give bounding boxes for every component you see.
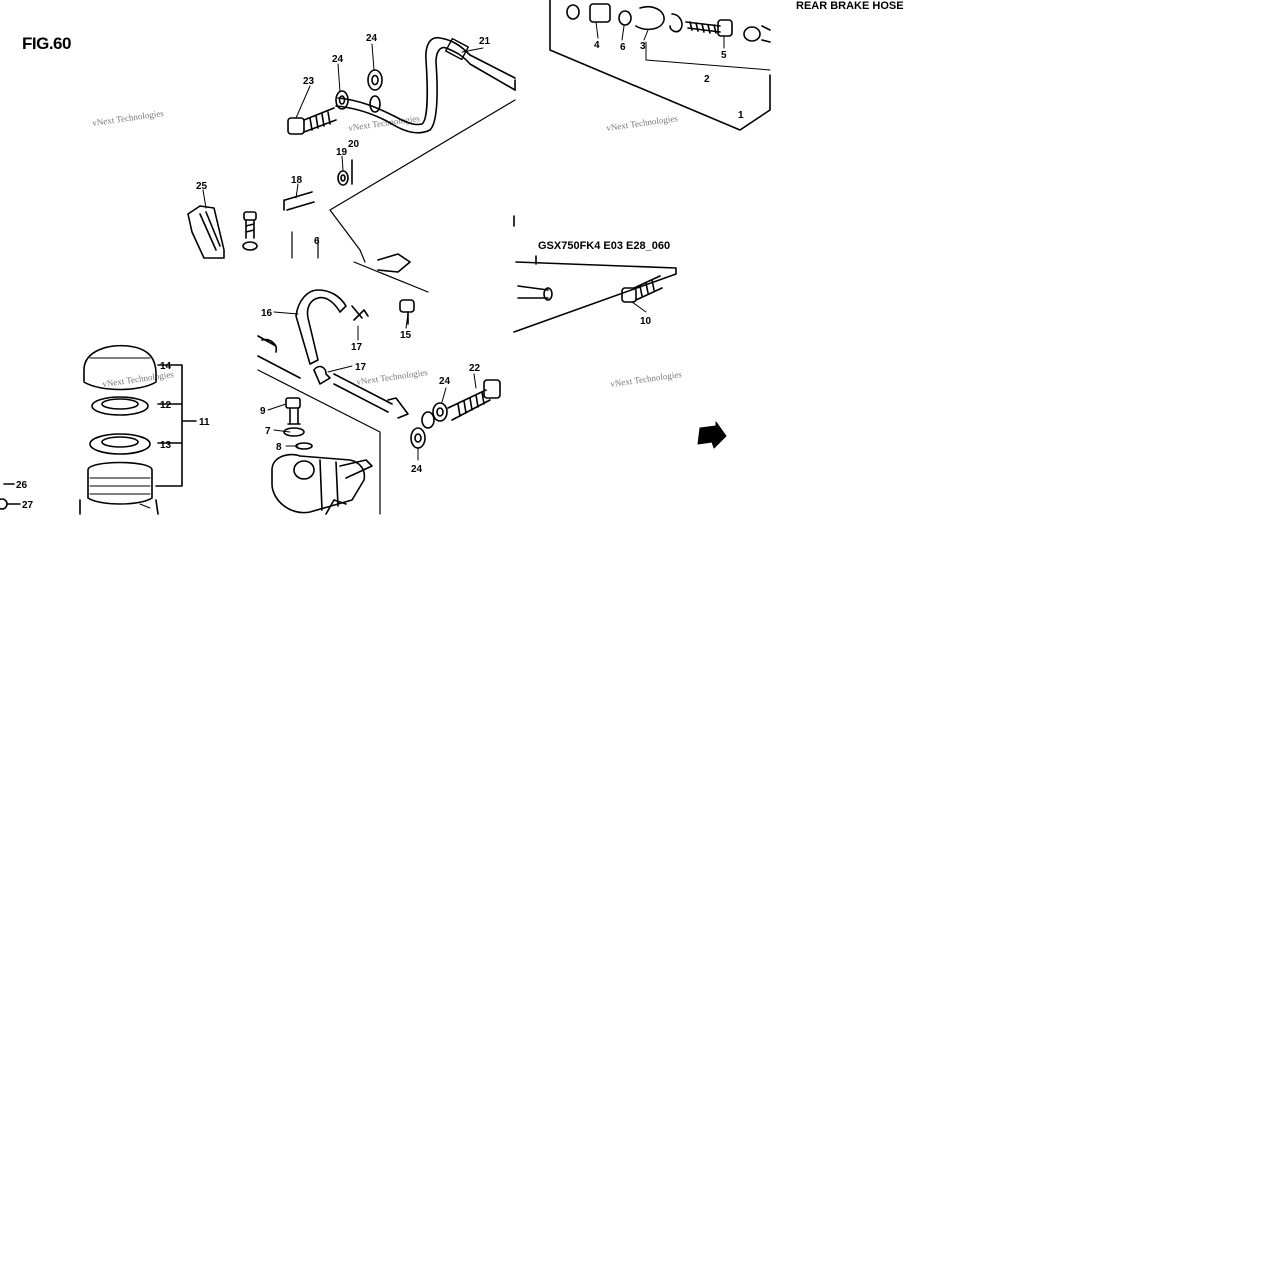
callout-24: 24 [366,33,378,44]
master-cylinder [257,253,429,515]
callout-13: 13 [160,440,172,451]
figure-label: FIG.60 [22,34,71,53]
callout-22: 22 [469,363,481,374]
callout-19: 19 [336,147,348,158]
callout-14: 14 [160,361,172,372]
callout-11: 11 [199,417,210,428]
callout-20: 20 [348,139,360,150]
callout-21: 21 [479,36,491,47]
diagram-code: GSX750FK4 E03 E28_060 [538,240,671,252]
washer [335,69,383,186]
callout-6: 6 [620,42,626,53]
callout-24: 24 [411,464,423,475]
union-bolt-23 [287,107,337,135]
hose-clamp-26-27 [0,483,21,510]
callout-2: 2 [704,74,710,85]
hose-21 [335,36,516,134]
callout-1: 1 [738,110,744,121]
callout-3: 3 [640,41,646,52]
leader-lines [139,21,771,509]
fitting-10 [513,215,677,333]
callout-4: 4 [594,40,600,51]
callout-16: 16 [261,308,273,319]
callout-27: 27 [22,500,34,511]
callout-7: 7 [265,426,271,437]
callout-5: 5 [721,50,727,61]
callout-6: 6 [314,236,320,247]
bracket-25 [187,205,258,259]
part-number-callouts: 1 2 3 4 5 6 6 7 8 9 10 11 12 13 14 15 16… [16,33,744,511]
callout-12: 12 [160,400,172,411]
callout-26: 26 [16,480,28,491]
callout-9: 9 [260,406,266,417]
callout-25: 25 [196,181,208,192]
direction-arrow-icon [697,421,727,449]
callout-23: 23 [303,76,315,87]
bolt-18 [283,191,315,211]
callout-10: 10 [640,316,652,327]
callout-8: 8 [276,442,282,453]
reservoir [79,344,197,515]
callout-18: 18 [291,175,303,186]
callout-24: 24 [332,54,344,65]
hose-22 [333,373,501,449]
section-title: REAR BRAKE HOSE [796,0,904,12]
callout-15: 15 [400,330,412,341]
callout-17: 17 [351,342,363,353]
callout-17: 17 [355,362,367,373]
callout-24: 24 [439,376,451,387]
cylinder-kit [549,0,771,131]
